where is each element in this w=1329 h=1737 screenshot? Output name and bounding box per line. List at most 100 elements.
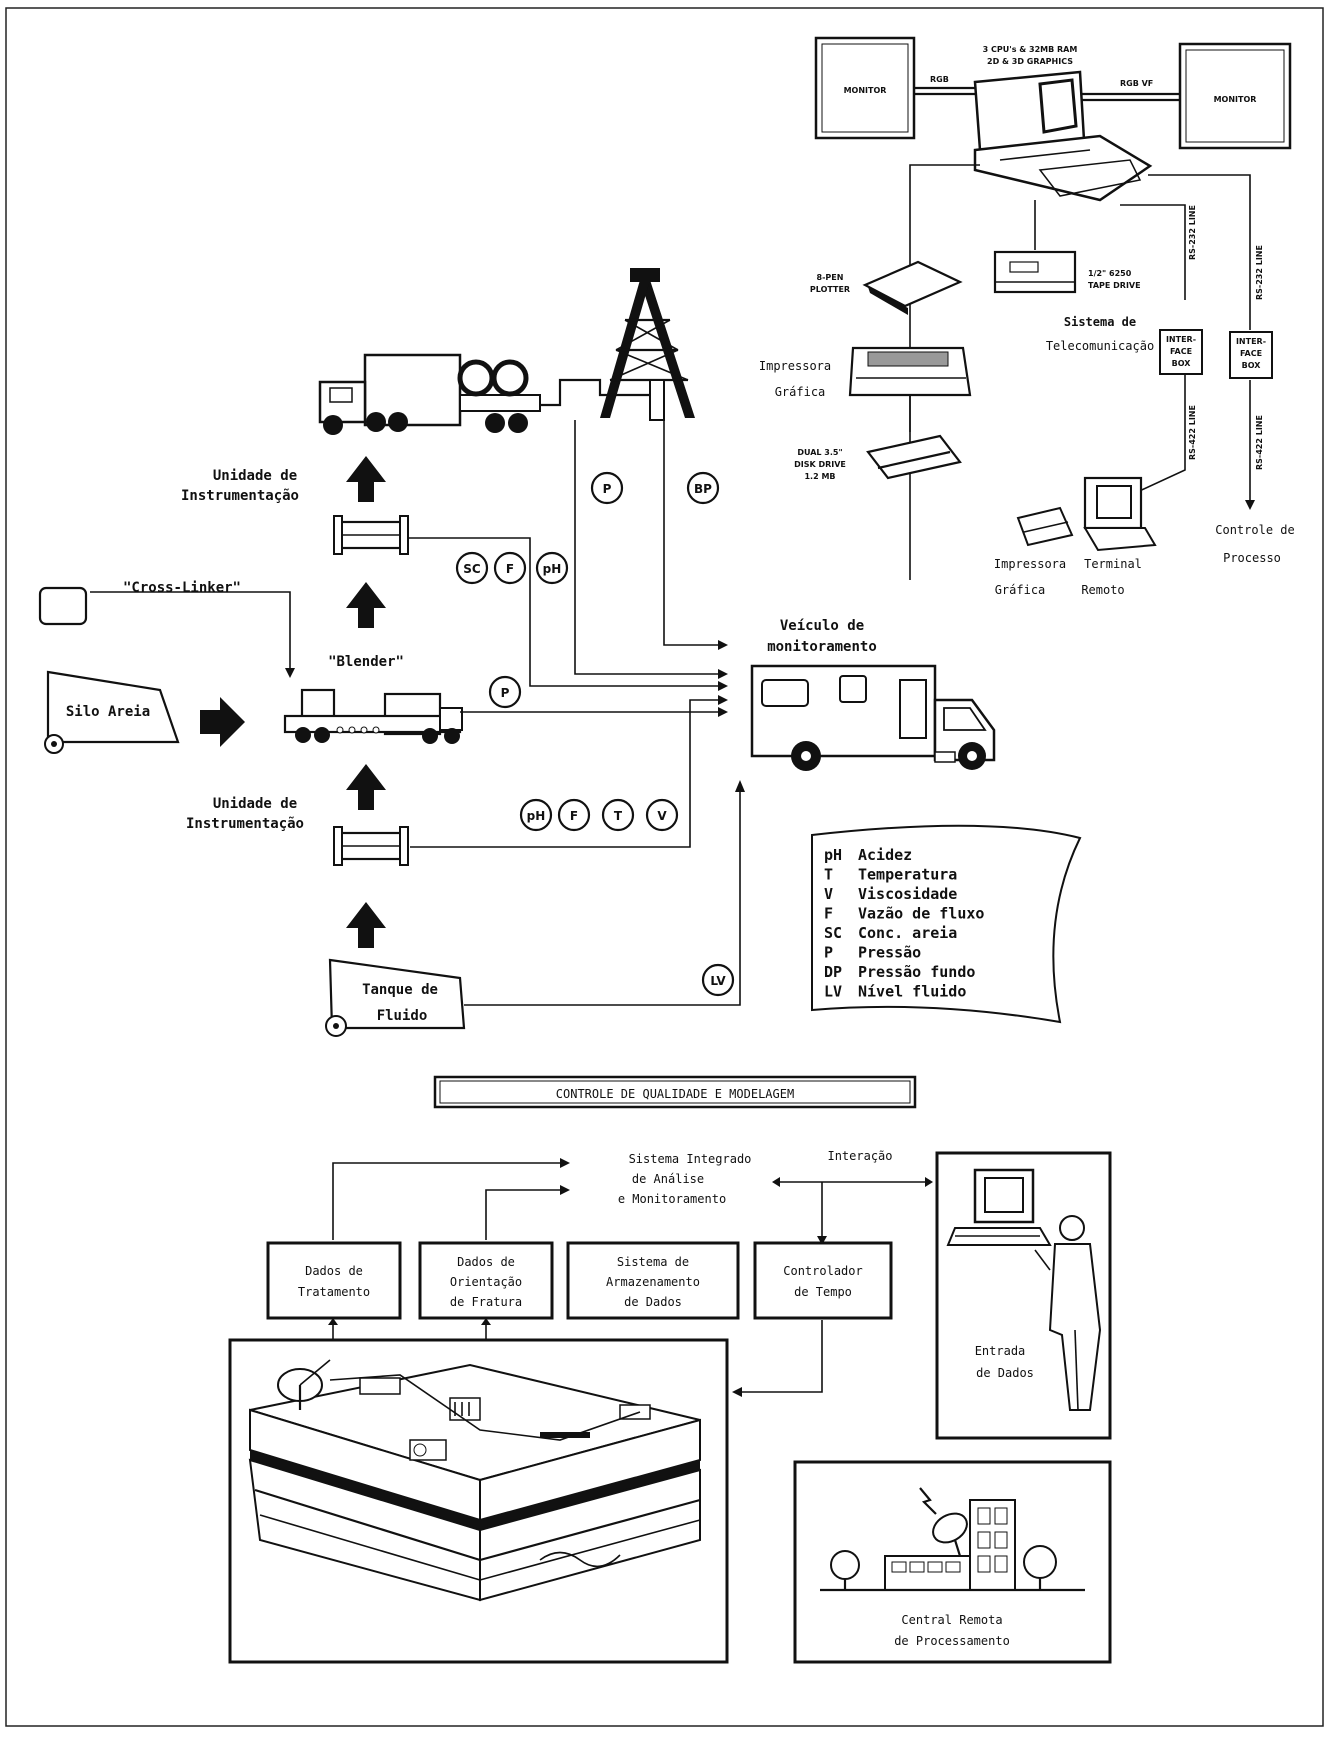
rgb-right-label: RGB VF bbox=[1120, 79, 1153, 88]
box1-line1: Dados de bbox=[305, 1264, 363, 1278]
monitoring-vehicle: Veículo de monitoramento bbox=[752, 618, 994, 771]
entry-label-2: de Dados bbox=[976, 1366, 1034, 1380]
printer-top: Impressora Gráfica bbox=[759, 348, 970, 399]
iface-a-line3: BOX bbox=[1172, 359, 1192, 368]
printer-top-label-2: Gráfica bbox=[775, 385, 826, 399]
box4-line2: de Tempo bbox=[794, 1285, 852, 1299]
rgb-left-label: RGB bbox=[930, 75, 949, 84]
telecom-label-2: Telecomunicação bbox=[1046, 339, 1154, 353]
legend-label: Vazão de fluxo bbox=[858, 905, 984, 923]
legend-code: DP bbox=[824, 963, 842, 981]
legend-code: SC bbox=[824, 924, 842, 942]
tape-label-1: 1/2" 6250 bbox=[1088, 269, 1132, 278]
sensor-ph-top-text: pH bbox=[543, 562, 562, 576]
iface-b-line1: INTER- bbox=[1236, 337, 1266, 346]
sensor-f-top-text: F bbox=[506, 562, 514, 576]
disk-label-1: DUAL 3.5" bbox=[797, 448, 842, 457]
derrick bbox=[600, 268, 695, 420]
sensor-p-well-text: P bbox=[603, 482, 612, 496]
interface-box-a: INTER- FACE BOX bbox=[1160, 330, 1202, 374]
printer-bottom: Impressora Gráfica bbox=[994, 508, 1072, 597]
box4-line1: Controlador bbox=[783, 1264, 862, 1278]
computer-system: MONITOR MONITOR RGB RGB VF 3 CPU's & 32M… bbox=[759, 38, 1295, 597]
monitor-right: MONITOR bbox=[1180, 44, 1290, 148]
system-label-1: Sistema Integrado bbox=[629, 1152, 752, 1166]
field-reservoir-illustration bbox=[230, 1340, 727, 1662]
tape-drive: 1/2" 6250 TAPE DRIVE bbox=[995, 252, 1141, 292]
instrumentation-bottom-label-2: Instrumentação bbox=[186, 816, 304, 832]
process-control-label-2: Processo bbox=[1223, 551, 1281, 565]
workstation-spec-1: 3 CPU's & 32MB RAM bbox=[983, 45, 1078, 54]
legend-label: Nível fluido bbox=[858, 983, 966, 1001]
box2-line3: de Fratura bbox=[450, 1295, 522, 1309]
sensor-p-well: P bbox=[592, 473, 622, 503]
box1-line2: Tratamento bbox=[298, 1285, 370, 1299]
rs232-label-a: RS-232 LINE bbox=[1188, 205, 1197, 260]
terminal-label-2: Remoto bbox=[1081, 583, 1124, 597]
legend-code: T bbox=[824, 866, 833, 884]
monitor-right-label: MONITOR bbox=[1214, 95, 1257, 104]
legend-label: Viscosidade bbox=[858, 885, 957, 903]
central-label-2: de Processamento bbox=[894, 1634, 1010, 1648]
system-label-2: de Análise bbox=[632, 1172, 704, 1186]
tank-label-1: Tanque de bbox=[362, 982, 438, 998]
sensor-ph-top: pH bbox=[537, 553, 567, 583]
sensor-circles: P BP SC F pH P pH F T V LV bbox=[457, 473, 733, 995]
sensor-sc-text: SC bbox=[463, 562, 481, 576]
sensor-f-bottom-text: F bbox=[570, 809, 578, 823]
sensor-bp-well-text: BP bbox=[694, 482, 712, 496]
instrumentation-unit-top bbox=[334, 516, 408, 554]
sensor-lv: LV bbox=[703, 965, 733, 995]
iface-a-line1: INTER- bbox=[1166, 335, 1196, 344]
data-entry-panel: Entrada de Dados bbox=[937, 1153, 1110, 1438]
disk-label-3: 1.2 MB bbox=[804, 472, 835, 481]
blender-label: "Blender" bbox=[328, 654, 404, 670]
sensor-v-bottom: V bbox=[647, 800, 677, 830]
crosslinker-label: "Cross-Linker" bbox=[123, 580, 241, 596]
box2-line1: Dados de bbox=[457, 1255, 515, 1269]
plotter: 8-PEN PLOTTER bbox=[810, 262, 960, 315]
instrumentation-top-label-2: Instrumentação bbox=[181, 488, 299, 504]
plotter-label-1: 8-PEN bbox=[817, 273, 844, 282]
process-control-label-1: Controle de bbox=[1215, 523, 1294, 537]
workstation-spec-2: 2D & 3D GRAPHICS bbox=[987, 57, 1073, 66]
legend-code: P bbox=[824, 944, 833, 962]
section-title-box: CONTROLE DE QUALIDADE E MODELAGEM bbox=[435, 1077, 915, 1107]
box-dados-orientacao: Dados de Orientação de Fratura bbox=[420, 1243, 552, 1318]
legend-label: Acidez bbox=[858, 846, 912, 864]
legend-code: F bbox=[824, 905, 833, 923]
fluid-tank: Tanque de Fluido bbox=[326, 960, 464, 1036]
sensor-f-top: F bbox=[495, 553, 525, 583]
legend-code: V bbox=[824, 885, 833, 903]
sensor-ph-bottom-text: pH bbox=[527, 809, 546, 823]
sensor-p-blender: P bbox=[490, 677, 520, 707]
printer-top-label-1: Impressora bbox=[759, 359, 831, 373]
box2-line2: Orientação bbox=[450, 1275, 522, 1289]
rs422-label-b: RS-422 LINE bbox=[1255, 415, 1264, 470]
box3-line3: de Dados bbox=[624, 1295, 682, 1309]
iface-b-line2: FACE bbox=[1240, 349, 1262, 358]
vehicle-label-2: monitoramento bbox=[767, 639, 877, 655]
monitor-left-label: MONITOR bbox=[844, 86, 887, 95]
iface-b-line3: BOX bbox=[1242, 361, 1262, 370]
system-label-3: e Monitoramento bbox=[618, 1192, 726, 1206]
printer-bottom-label-2: Gráfica bbox=[995, 583, 1046, 597]
tank-label-2: Fluido bbox=[377, 1008, 428, 1024]
legend: pHAcidezTTemperaturaVViscosidadeFVazão d… bbox=[812, 826, 1080, 1022]
legend-label: Temperatura bbox=[858, 866, 957, 884]
sensor-bp-well: BP bbox=[688, 473, 718, 503]
disk-label-2: DISK DRIVE bbox=[794, 460, 846, 469]
sensor-v-bottom-text: V bbox=[657, 809, 667, 823]
box3-line1: Sistema de bbox=[617, 1255, 689, 1269]
sensor-sc: SC bbox=[457, 553, 487, 583]
workstation: 3 CPU's & 32MB RAM 2D & 3D GRAPHICS bbox=[975, 45, 1150, 200]
instrumentation-truck bbox=[320, 355, 540, 435]
analysis-system: Sistema Integrado de Análise e Monitoram… bbox=[230, 1149, 1110, 1662]
terminal-remote: Terminal Remoto bbox=[1081, 478, 1155, 597]
iface-a-line2: FACE bbox=[1170, 347, 1192, 356]
terminal-label-1: Terminal bbox=[1084, 557, 1142, 571]
section-title: CONTROLE DE QUALIDADE E MODELAGEM bbox=[556, 1087, 794, 1101]
disk-drive: DUAL 3.5" DISK DRIVE 1.2 MB bbox=[794, 436, 960, 481]
printer-bottom-label-1: Impressora bbox=[994, 557, 1066, 571]
